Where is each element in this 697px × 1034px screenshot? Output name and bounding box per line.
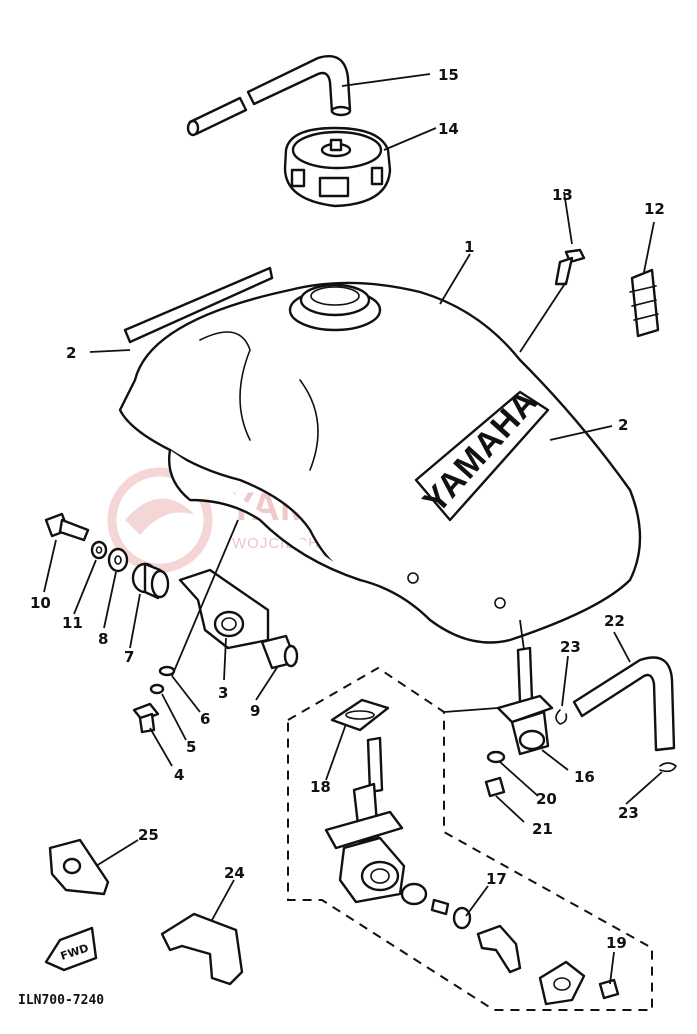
part-20-washer [486, 750, 506, 764]
part-9-collar [260, 634, 299, 670]
part-8-washer [107, 547, 129, 573]
petcock-plate [538, 960, 586, 1006]
callout-17: 17 [486, 870, 507, 888]
part-15-breather-hose [186, 55, 352, 137]
part-23-clip [555, 709, 678, 773]
part-10-bolt [44, 512, 90, 542]
callout-2b: 2 [618, 416, 628, 434]
part-6-washer [158, 665, 176, 677]
drawing-code: ILN700-7240 [18, 993, 104, 1008]
part-1-fuel-tank: YAMAHA [118, 266, 642, 644]
part-14-fuel-cap [283, 126, 392, 208]
part-11-washer [90, 540, 108, 560]
callout-1: 1 [464, 238, 474, 256]
part-12-clip [629, 268, 660, 338]
callout-7: 7 [124, 648, 134, 666]
part-3-bracket [178, 568, 270, 650]
watermark-logo-swoosh-icon [125, 498, 195, 535]
callout-10: 10 [30, 594, 51, 612]
callout-22: 22 [604, 612, 625, 630]
callout-9: 9 [250, 702, 260, 720]
callout-6: 6 [200, 710, 210, 728]
part-13-bolt [554, 248, 586, 286]
callout-3: 3 [218, 684, 228, 702]
part-25-damper-bracket [48, 838, 110, 896]
callout-20: 20 [536, 790, 557, 808]
callout-25: 25 [138, 826, 159, 844]
callout-2a: 2 [66, 344, 76, 362]
watermark-logo-icon [107, 467, 213, 573]
callout-11: 11 [62, 614, 83, 632]
callout-23a: 23 [560, 638, 581, 656]
callout-4: 4 [174, 766, 184, 784]
callout-19: 19 [606, 934, 627, 952]
part-7-damper [131, 562, 170, 600]
callout-16: 16 [574, 768, 595, 786]
leader-lines [43, 73, 663, 985]
callout-13: 13 [552, 186, 573, 204]
callout-18: 18 [310, 778, 331, 796]
exploded-view-box [287, 666, 653, 1011]
fwd-arrow-icon: FWD [44, 926, 98, 972]
callout-12: 12 [644, 200, 665, 218]
part-18-gasket [330, 698, 390, 732]
callout-15: 15 [438, 66, 459, 84]
part-21-screw [484, 776, 506, 798]
callout-21: 21 [532, 820, 553, 838]
callout-numbers: 1 2 2 3 4 5 6 7 8 9 10 11 12 13 14 15 16… [30, 66, 665, 952]
callout-5: 5 [186, 738, 196, 756]
callout-8: 8 [98, 630, 108, 648]
part-16-fuel-cock [496, 646, 554, 756]
petcock-body-exploded [324, 736, 406, 904]
part-4-bolt [132, 702, 160, 734]
part-22-fuel-hose [572, 656, 676, 752]
part-24-seat-bracket [160, 912, 244, 986]
callout-23b: 23 [618, 804, 639, 822]
callout-14: 14 [438, 120, 459, 138]
part-19-screw [598, 978, 620, 1000]
callout-24: 24 [224, 864, 245, 882]
part-17-o-ring [400, 882, 522, 974]
part-5-washer [149, 683, 165, 695]
